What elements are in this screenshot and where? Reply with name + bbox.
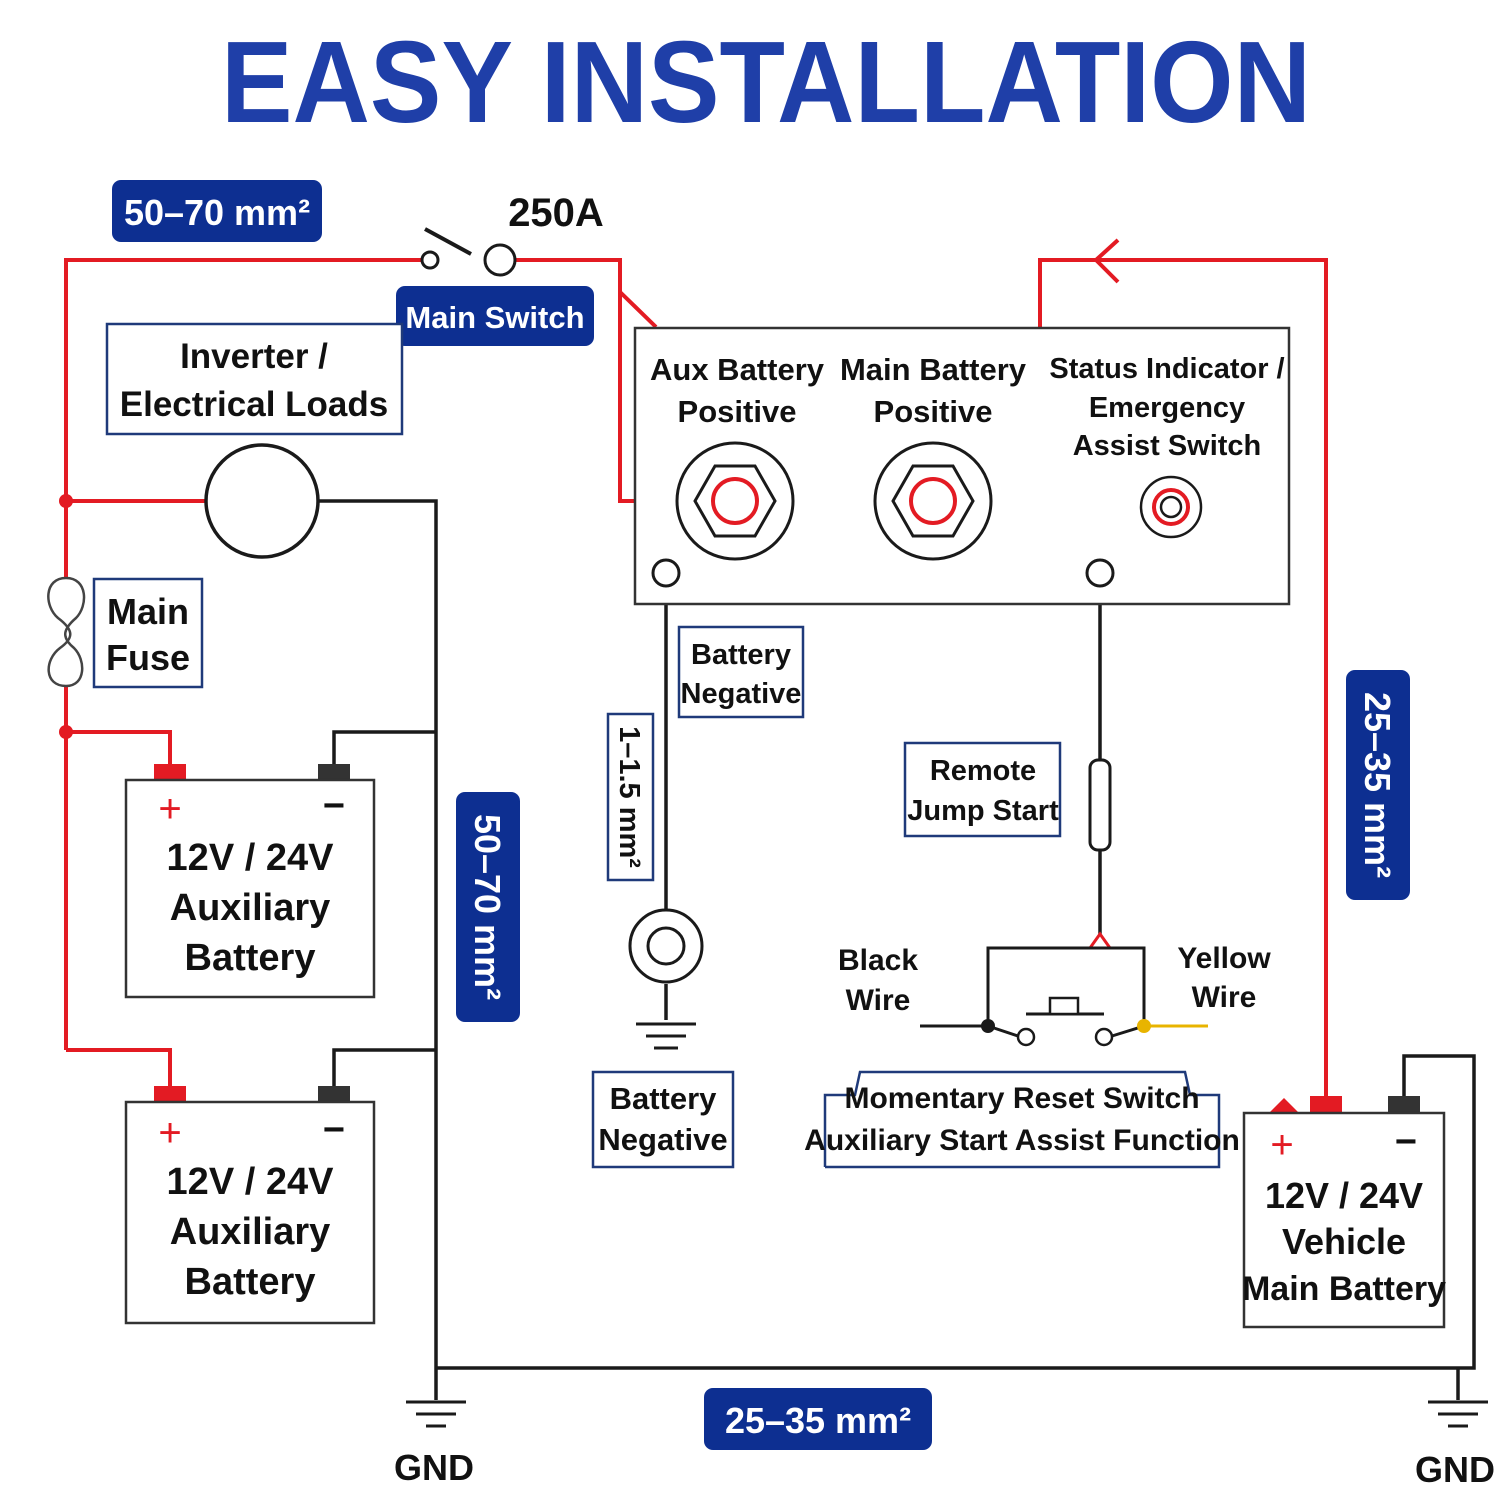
ground-label-left: GND — [394, 1447, 474, 1488]
yellow-wire-label: Wire — [1192, 981, 1257, 1014]
svg-text:Auxiliary Start Assist Functio: Auxiliary Start Assist Function — [804, 1124, 1240, 1157]
svg-text:50–70 mm²: 50–70 mm² — [124, 192, 310, 233]
aux-positive-branch — [618, 290, 658, 329]
plus-sign: + — [158, 1111, 181, 1155]
negative-terminal — [318, 764, 350, 780]
ground-icon — [1428, 1400, 1488, 1428]
wire-gauge-badge-top-left: 50–70 mm² — [112, 180, 322, 242]
remote-jump-label: Remote Jump Start — [903, 741, 1062, 838]
svg-text:1–1.5 mm²: 1–1.5 mm² — [613, 726, 645, 868]
aux2-positive-wire — [66, 1048, 172, 1088]
junction-dot — [59, 494, 73, 508]
svg-text:Main: Main — [107, 591, 189, 632]
wire-gauge-small-label: 1–1.5 mm² — [606, 712, 655, 882]
main-positive-label: Main Battery — [840, 352, 1027, 387]
svg-text:25–35 mm²: 25–35 mm² — [725, 1400, 911, 1441]
svg-text:Main Battery: Main Battery — [1242, 1270, 1446, 1308]
positive-terminal — [1310, 1096, 1342, 1112]
aux-positive-label: Aux Battery — [650, 352, 825, 387]
svg-text:Battery: Battery — [185, 1261, 316, 1303]
aux2-negative-wire — [332, 1048, 436, 1088]
push-button-icon — [920, 931, 1208, 1047]
ground-bus-wire — [436, 1054, 1476, 1370]
aux1-negative-wire — [332, 730, 436, 766]
warning-marker — [1270, 1098, 1298, 1112]
ground-icon — [636, 1022, 696, 1050]
switch-stud-icon — [1085, 558, 1115, 588]
svg-text:50–70 mm²: 50–70 mm² — [467, 814, 508, 1000]
switch-rating: 250A — [508, 191, 604, 235]
svg-text:Jump Start: Jump Start — [907, 795, 1059, 827]
inline-fuse-icon — [1088, 758, 1112, 852]
reset-switch-label: Momentary Reset Switch Auxiliary Start A… — [804, 1070, 1240, 1169]
svg-text:Battery: Battery — [691, 639, 791, 671]
ground-icon — [406, 1400, 466, 1428]
fuse-label: Main Fuse — [92, 577, 204, 689]
svg-text:Auxiliary: Auxiliary — [170, 887, 331, 929]
negative-rail — [318, 499, 438, 1400]
main-switch-badge: Main Switch — [396, 286, 594, 346]
status-switch-label: Emergency — [1089, 392, 1245, 424]
svg-text:25–35 mm²: 25–35 mm² — [1357, 692, 1398, 878]
status-indicator-icon — [1139, 475, 1203, 539]
aux-positive-label: Positive — [678, 394, 797, 429]
auxiliary-battery-2: + − 12V / 24V Auxiliary Battery — [124, 1086, 376, 1325]
svg-text:Momentary Reset Switch: Momentary Reset Switch — [844, 1082, 1199, 1115]
svg-text:12V / 24V: 12V / 24V — [1265, 1175, 1423, 1216]
positive-terminal — [154, 764, 186, 780]
auxiliary-battery-1: + − 12V / 24V Auxiliary Battery — [124, 764, 376, 999]
yellow-wire-label: Yellow — [1177, 942, 1271, 975]
status-switch-label: Status Indicator / — [1049, 353, 1284, 385]
svg-text:Negative: Negative — [598, 1122, 727, 1157]
switch-icon — [420, 227, 517, 277]
ring-terminal-icon — [628, 908, 704, 984]
left-positive-rail-top — [64, 258, 430, 578]
main-positive-label: Positive — [874, 394, 993, 429]
plus-sign: + — [158, 787, 181, 831]
battery-negative-label-bottom: Battery Negative — [591, 1070, 735, 1169]
wire-gauge-badge-center: 50–70 mm² — [456, 792, 520, 1022]
wire-gauge-badge-bottom: 25–35 mm² — [704, 1388, 932, 1450]
wire-gauge-badge-right: 25–35 mm² — [1346, 670, 1410, 900]
inverter-label: Inverter / Electrical Loads — [105, 322, 404, 436]
fuse-icon — [47, 576, 86, 688]
svg-text:Negative: Negative — [681, 678, 802, 710]
minus-sign: − — [323, 1109, 345, 1151]
page-title: EASY INSTALLATION — [221, 17, 1311, 147]
black-wire-label: Black — [838, 944, 918, 977]
status-switch-label: Assist Switch — [1073, 430, 1262, 462]
aux1-positive-wire — [66, 730, 172, 766]
battery-negative-label: Battery Negative — [677, 625, 805, 719]
positive-wiring — [59, 238, 1328, 1098]
svg-text:Auxiliary: Auxiliary — [170, 1211, 331, 1253]
plus-sign: + — [1270, 1123, 1293, 1167]
negative-terminal — [318, 1086, 350, 1102]
svg-text:Vehicle: Vehicle — [1282, 1221, 1406, 1262]
junction-dot — [59, 725, 73, 739]
svg-text:Main Switch: Main Switch — [405, 300, 584, 335]
svg-text:Inverter /: Inverter / — [180, 337, 328, 376]
svg-text:12V / 24V: 12V / 24V — [167, 1161, 335, 1203]
svg-text:Battery: Battery — [185, 937, 316, 979]
black-wire-label: Wire — [846, 984, 911, 1017]
negative-wiring — [318, 499, 1476, 1400]
positive-terminal — [154, 1086, 186, 1102]
terminal-icon — [873, 441, 993, 561]
svg-text:Electrical Loads: Electrical Loads — [120, 385, 388, 424]
inverter-load-icon — [204, 443, 320, 559]
negative-terminal — [1388, 1096, 1420, 1112]
svg-text:Remote: Remote — [930, 755, 1036, 787]
terminal-icon — [675, 441, 795, 561]
svg-text:Battery: Battery — [610, 1081, 718, 1116]
vehicle-main-battery: + − 12V / 24V Vehicle Main Battery — [1242, 1096, 1446, 1329]
current-arrow — [1093, 238, 1120, 284]
svg-text:12V / 24V: 12V / 24V — [167, 837, 335, 879]
minus-sign: − — [323, 785, 345, 827]
ground-label-right: GND — [1415, 1449, 1495, 1490]
negative-stud-icon — [651, 558, 681, 588]
svg-text:Fuse: Fuse — [106, 637, 190, 678]
minus-sign: − — [1395, 1121, 1417, 1163]
